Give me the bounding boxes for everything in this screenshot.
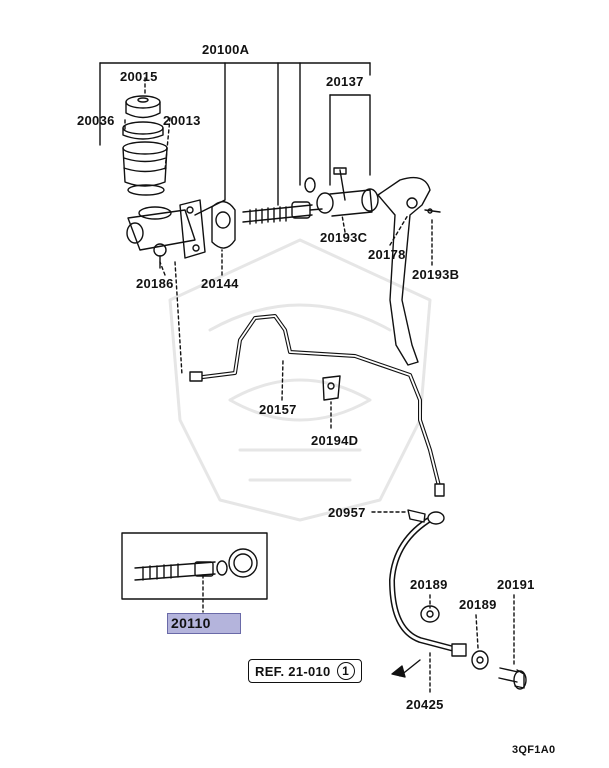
part-label-20193B: 20193B <box>412 267 460 282</box>
reference-box[interactable]: REF. 21-010 1 <box>248 659 362 683</box>
part-label-20110-highlighted[interactable]: 20110 <box>167 613 241 634</box>
part-label-20957: 20957 <box>328 505 366 520</box>
watermark-emblem <box>168 238 432 522</box>
gasket <box>211 201 236 249</box>
reservoir-cap <box>125 95 161 119</box>
leader-lines <box>124 77 515 693</box>
part-label-20036: 20036 <box>77 113 115 128</box>
washer-20189-lower <box>471 650 489 670</box>
push-rod <box>242 201 323 225</box>
part-label-20425: 20425 <box>406 697 444 712</box>
bracket-20137 <box>329 94 371 186</box>
part-label-20100A: 20100A <box>202 42 250 57</box>
reservoir-seal <box>127 184 165 196</box>
drawing-code: 3QF1A0 <box>512 744 556 756</box>
reference-text: REF. 21-010 <box>255 663 331 679</box>
part-label-20157: 20157 <box>259 402 297 417</box>
part-label-20194D: 20194D <box>311 433 359 448</box>
part-label-20189-lower: 20189 <box>459 597 497 612</box>
part-label-20178: 20178 <box>368 247 406 262</box>
master-cylinder <box>126 199 206 269</box>
diaphragm <box>122 121 164 140</box>
part-label-20137: 20137 <box>326 74 364 89</box>
ref-arrow-head <box>391 665 406 678</box>
bolt-20191 <box>498 667 527 690</box>
reservoir-body <box>122 141 168 187</box>
washer-20189-upper <box>420 605 440 623</box>
part-label-20013: 20013 <box>163 113 201 128</box>
part-label-20186: 20186 <box>136 276 174 291</box>
clutch-hose <box>389 509 467 657</box>
repair-kit-box <box>121 532 268 600</box>
part-label-20193C: 20193C <box>320 230 368 245</box>
bracket-20100A <box>99 62 371 216</box>
reference-number: 1 <box>336 662 355 680</box>
pipe-clip <box>322 375 341 401</box>
part-label-20189-upper: 20189 <box>410 577 448 592</box>
part-label-20015: 20015 <box>120 69 158 84</box>
clutch-pedal <box>377 176 441 366</box>
hydraulic-pipe <box>189 314 445 497</box>
part-label-20144: 20144 <box>201 276 239 291</box>
clevis-20137 <box>304 167 379 217</box>
part-label-20191: 20191 <box>497 577 535 592</box>
